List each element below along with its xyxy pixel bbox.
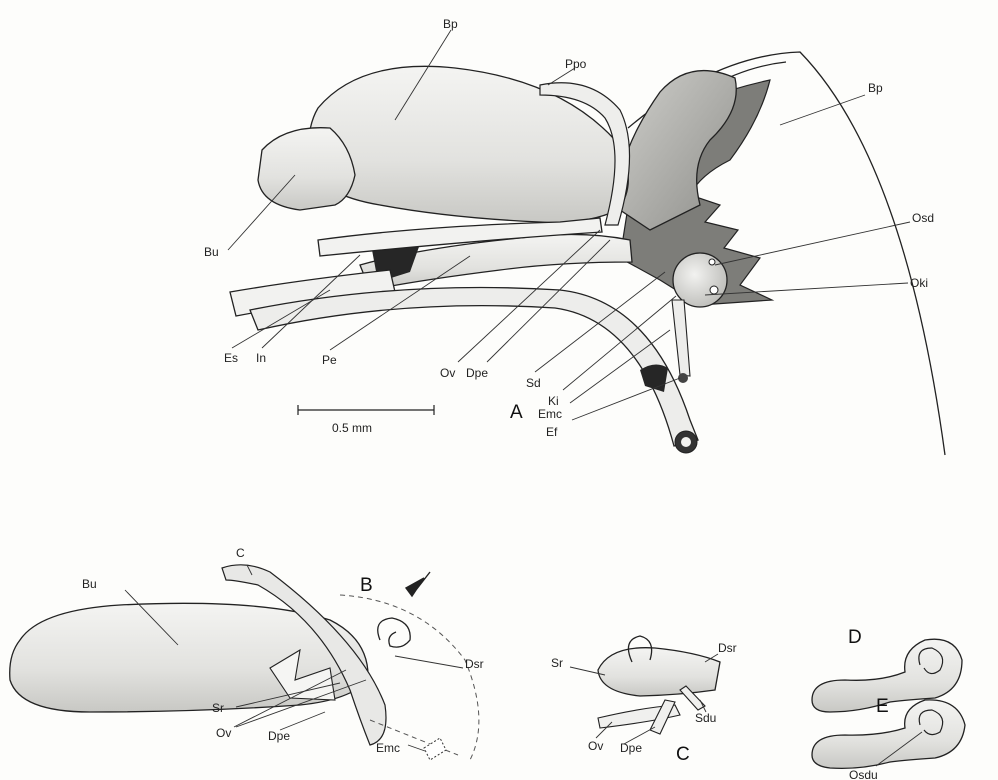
panel-label-d: D [848,627,862,648]
arrow [406,572,430,596]
label-pe: Pe [322,353,337,367]
label-ov-b: Ov [216,726,231,740]
label-emc-a: Emc [538,407,562,421]
label-osd: Osd [912,211,934,225]
label-ef: Ef [546,425,558,439]
label-ov-a: Ov [440,366,455,380]
label-dpe-a: Dpe [466,366,488,380]
label-es: Es [224,351,238,365]
scale-bar-label: 0.5 mm [332,421,372,435]
kidney-duct [672,300,690,376]
label-bp-right: Bp [868,81,883,95]
label-bu-b: Bu [82,577,97,591]
label-dsr-c: Dsr [718,641,737,655]
receptacle-c [598,648,720,696]
label-bu-a: Bu [204,245,219,259]
label-sdu: Sdu [695,711,716,725]
label-bp-left: Bp [443,17,458,31]
label-ki: Ki [548,394,559,408]
label-ppo: Ppo [565,57,587,71]
label-sd: Sd [526,376,541,390]
kidney [673,253,727,307]
emc-segment-b [424,738,446,760]
panel-a: Bp Ppo Bp Osd Oki Bu Es In Pe Ov Dpe Sd … [204,17,945,455]
label-emc-b: Emc [376,741,400,755]
panel-c: Sr Dsr Sdu Ov Dpe C [551,636,737,765]
label-dsr-b: Dsr [465,657,484,671]
panel-label-b: B [360,575,373,596]
label-sr-c: Sr [551,656,563,670]
label-oki: Oki [910,276,928,290]
panel-label-e: E [876,696,889,717]
panel-b: C B Bu Dsr Sr Ov Dpe Emc [10,546,484,760]
label-c-b: C [236,546,245,560]
label-osdu: Osdu [849,768,878,780]
panel-label-c: C [676,744,690,765]
label-sr-b: Sr [212,701,224,715]
label-in: In [256,351,266,365]
label-dpe-b: Dpe [268,729,290,743]
label-dpe-c: Dpe [620,741,642,755]
panel-label-a: A [510,402,523,423]
receptacle-coil [378,618,410,647]
bulb-organ [258,128,355,210]
label-ov-c: Ov [588,739,603,753]
